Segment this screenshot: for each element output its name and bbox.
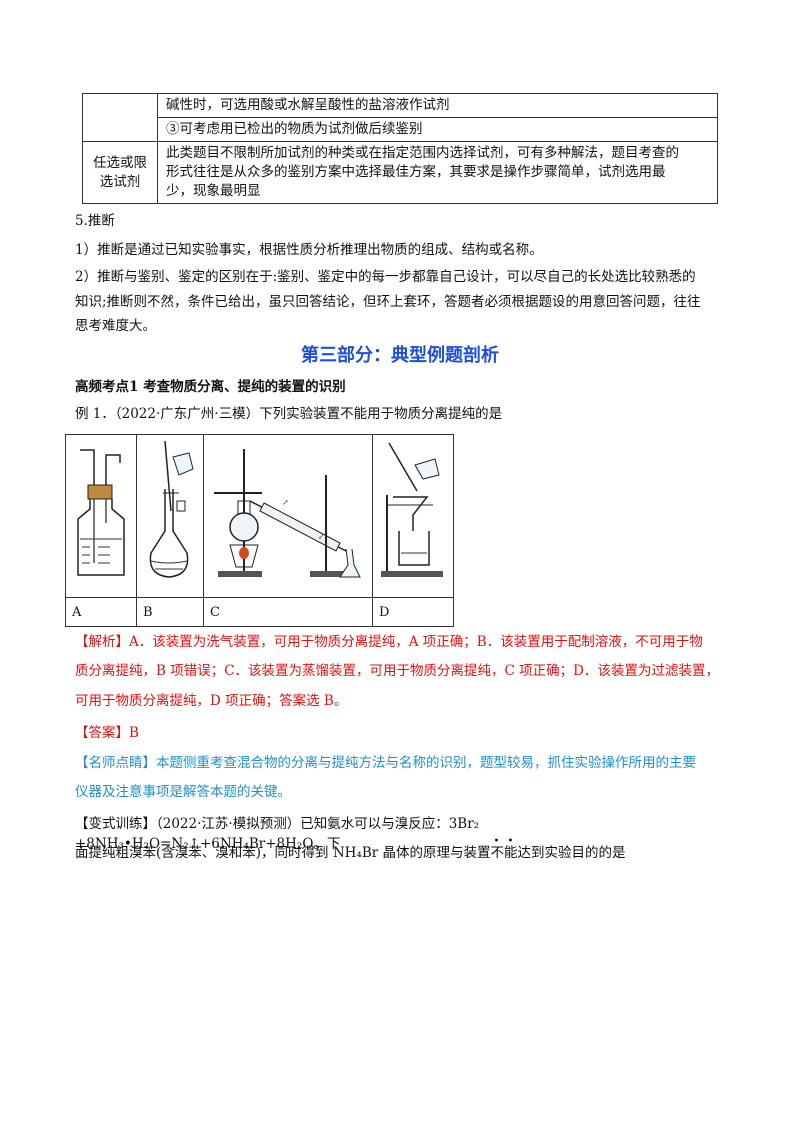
row3-line-2: 形式往往是从众多的鉴别方案中选择最佳方案，其要求是操作步骤简单，试剂选用最 [166, 164, 666, 180]
variant-line-2: 面提纯粗溴苯(含溴苯、溴和苯)，同时得到 NH₄Br 晶体的原理与装置••不能达… [75, 837, 725, 863]
reaction-equation: 3Br₂ +8NH₃•H₂O=N₂↑+6NH₄Br+8H₂O。下 [75, 816, 480, 852]
variant-text-1: （2022·江苏·模拟预测）已知氨水可以与溴反应： [156, 816, 449, 832]
emphasis-dot-2: • [507, 836, 514, 847]
gas-washing-bottle-icon [77, 449, 125, 576]
apparatus-d-cell [372, 434, 454, 598]
apparatus-c-cell: ↗ ↙ [203, 434, 373, 598]
emphasis-dot-1: • [493, 836, 500, 847]
option-d: D [372, 597, 454, 627]
table-empty-label-cell [82, 93, 158, 142]
teacher-line-1: 【名师点睛】本题侧重考查混合物的分离与提纯方法与名称的识别，题型较易，抓住实验操… [75, 753, 725, 773]
row3-line-1: 此类题目不限制所加试剂的种类或在指定范围内选择试剂，可有多种解法，题目考查的 [166, 145, 679, 161]
volumetric-flask-icon [149, 440, 194, 578]
variant-text-2a: 面提纯粗溴苯(含溴苯、溴和苯)，同时得到 NH₄Br 晶体的原理与装置 [75, 845, 491, 861]
kaodian-heading: 高频考点1 考查物质分离、提纯的装置的识别 [75, 379, 346, 395]
analysis-text-1: A．该装置为洗气装置，可用于物质分离提纯，A 项正确；B．该装置用于配制溶液，不… [129, 634, 703, 650]
row3-line-3: 少，现象最明显 [166, 183, 261, 199]
section-5-p2-line1: 2）推断与鉴别、鉴定的区别在于:鉴别、鉴定中的每一步都靠自己设计，可以尽自己的长… [75, 269, 696, 285]
answer-value: B [129, 725, 139, 741]
teacher-text-1: 本题侧重考查混合物的分离与提纯方法与名称的识别，题型较易，抓住实验操作所用的主要 [156, 755, 696, 771]
teacher-line-2: 仪器及注意事项是解答本题的关键。 [75, 784, 291, 800]
option-c: C [203, 597, 373, 627]
section-5-p2-line3: 思考难度大。 [75, 318, 156, 334]
example-1-question: 例 1．（2022·广东广州·三模）下列实验装置不能用于物质分离提纯的是 [75, 406, 503, 422]
table-row-1: 碱性时，可选用酸或水解呈酸性的盐溶液作试剂 [157, 93, 718, 118]
analysis-line-1: 【解析】A．该装置为洗气装置，可用于物质分离提纯，A 项正确；B．该装置用于配制… [75, 632, 725, 652]
table-row-2: ③可考虑用已检出的物质为试剂做后续鉴别 [157, 117, 718, 142]
section-5-p2-line2: 知识;推断则不然，条件已给出，虽只回答结论，但环上套环，答题者必须根据题设的用意… [75, 294, 701, 310]
option-b: B [136, 597, 204, 627]
identification-table: 碱性时，可选用酸或水解呈酸性的盐溶液作试剂 ③可考虑用已检出的物质为试剂做后续鉴… [82, 93, 718, 204]
apparatus-table: ↗ ↙ A B C D [65, 434, 454, 627]
table-row-3: 此类题目不限制所加试剂的种类或在指定范围内选择试剂，可有多种解法，题目考查的 形… [157, 141, 718, 204]
label-line-1: 任选或限 [93, 154, 147, 171]
flow-arrow-out: ↗ [282, 498, 289, 507]
answer-tag: 【答案】 [75, 725, 129, 741]
label-line-2: 选试剂 [99, 173, 141, 190]
distillation-apparatus-icon: ↗ ↙ [214, 449, 361, 578]
analysis-line-3: 可用于物质分离提纯，D 项正确；答案选 B。 [75, 693, 348, 709]
variant-line-1: 【变式训练】（2022·江苏·模拟预测）已知氨水可以与溴反应：3Br₂ +8NH… [75, 814, 725, 854]
variant-tag: 【变式训练】 [75, 816, 156, 832]
analysis-tag: 【解析】 [75, 634, 129, 650]
part-3-title: 第三部分：典型例题剖析 [301, 345, 499, 366]
variant-text-2b: 达到实验目的的是 [517, 845, 626, 861]
table-row-3-label: 任选或限 选试剂 [82, 141, 158, 204]
section-5-p1: 1）推断是通过已知实验事实，根据性质分析推理出物质的组成、结构或名称。 [75, 242, 543, 258]
analysis-line-2: 质分离提纯，B 项错误；C．该装置为蒸馏装置，可用于物质分离提纯，C 项正确；D… [75, 663, 719, 679]
filtration-apparatus-icon [381, 442, 443, 577]
teacher-tag: 【名师点睛】 [75, 755, 156, 771]
emphasis-word: • •不能 [490, 837, 518, 862]
apparatus-b-cell [136, 434, 204, 598]
answer-line: 【答案】B [75, 723, 725, 743]
apparatus-a-cell [65, 434, 137, 598]
section-5-heading: 5.推断 [75, 213, 115, 229]
option-a: A [65, 597, 137, 627]
flow-arrow-in: ↙ [318, 532, 325, 541]
emphasis-text: 不能 [490, 845, 518, 861]
